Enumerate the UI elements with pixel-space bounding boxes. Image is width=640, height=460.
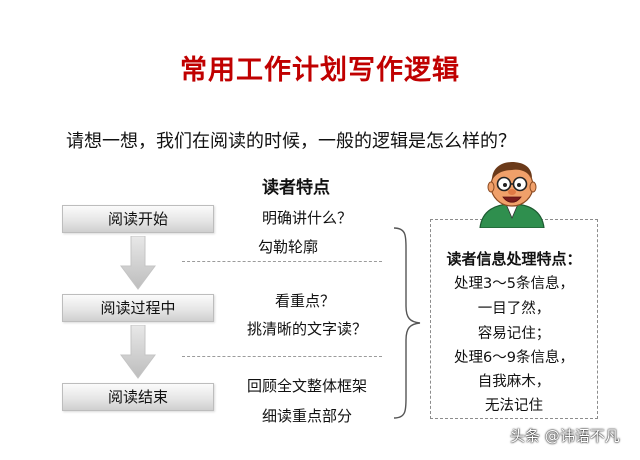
dashed-separator (182, 356, 382, 357)
stage-during-note-1: 看重点？ (275, 292, 336, 310)
curly-brace (393, 227, 421, 419)
panel-line: 一目了然， (477, 301, 551, 317)
page-title: 常用工作计划写作逻辑 (180, 55, 460, 86)
dashed-separator (182, 261, 382, 262)
panel-line: 自我麻木， (477, 374, 551, 390)
stage-during-note-2: 挑清晰的文字读？ (247, 320, 368, 338)
down-arrow-icon (120, 325, 156, 379)
panel-line: 无法记住 (485, 398, 543, 414)
stage-box-start: 阅读开始 (62, 205, 214, 233)
stage-end-note-1: 回顾全文整体框架 (247, 377, 368, 395)
down-arrow-icon (120, 236, 156, 290)
stage-start-note-2: 勾勒轮廓 (258, 238, 319, 256)
question-text: 请想一想，我们在阅读的时候，一般的逻辑是怎么样的？ (66, 131, 516, 152)
panel-title: 读者信息处理特点： (446, 250, 582, 268)
panel-line: 处理3～5条信息， (454, 276, 574, 292)
cartoon-reader-icon (479, 162, 545, 228)
stage-box-end: 阅读结束 (62, 383, 214, 411)
panel-line: 容易记住； (477, 326, 551, 342)
stage-start-note-1: 明确讲什么？ (262, 209, 353, 227)
stage-end-note-2: 细读重点部分 (262, 407, 353, 425)
panel-line: 处理6～9条信息， (454, 350, 574, 366)
reader-traits-header: 读者特点 (262, 178, 330, 198)
watermark: 头条 @讳语不凡 (510, 427, 620, 445)
stage-box-during: 阅读过程中 (62, 294, 214, 322)
